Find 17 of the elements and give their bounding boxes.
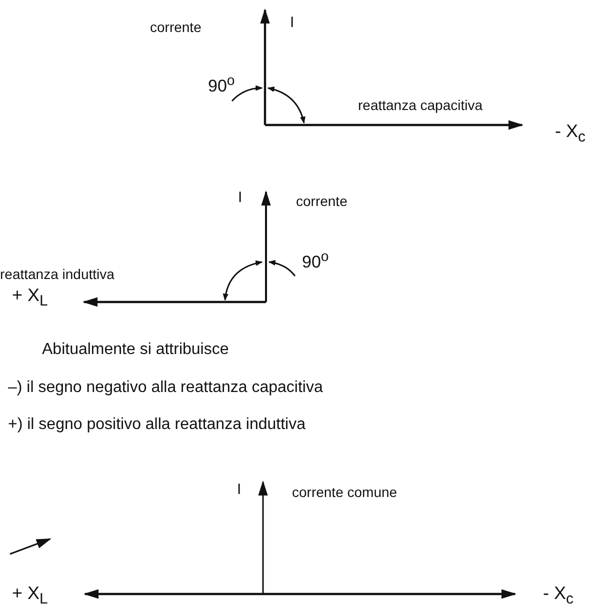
axis-label: - X$_{c}$ — [555, 122, 586, 146]
note-text: –) il segno negativo alla reattanza capacitiva — [8, 379, 323, 397]
axis-label: corrente — [150, 20, 202, 36]
angle-label: 90$^{o}$ — [302, 250, 329, 272]
angle-label: 90$^{o}$ — [208, 74, 235, 96]
axis-label: corrente — [296, 194, 348, 210]
axis-label: I — [290, 15, 294, 32]
axis-label: corrente comune — [292, 485, 398, 500]
axis-label: I — [237, 482, 242, 498]
axis-label: reattanza induttiva — [0, 267, 114, 282]
axis-label: I — [238, 190, 242, 206]
axis-label: - X$_{c}$ — [543, 584, 574, 608]
axis-label: + X$_{L}$ — [12, 286, 48, 310]
note-text: Abitualmente si attribuisce — [42, 341, 229, 359]
note-text: +) il segno positivo alla reattanza induttiva — [8, 416, 306, 434]
axis-label: reattanza capacitiva — [358, 98, 483, 114]
axis-label: + X$_{L}$ — [12, 584, 48, 608]
